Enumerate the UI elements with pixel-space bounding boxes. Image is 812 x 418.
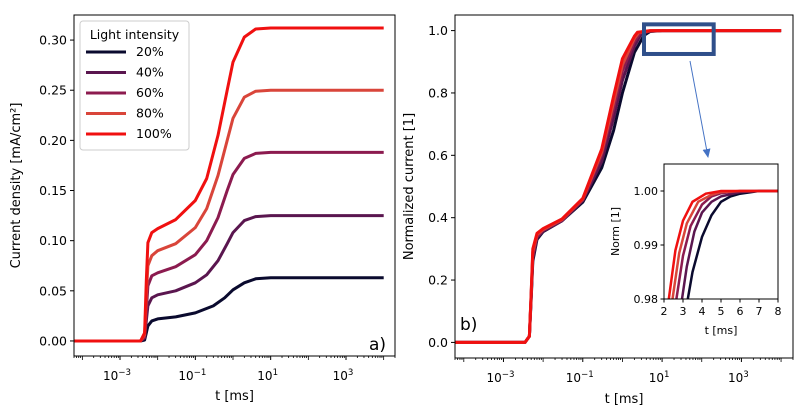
x-tick-label: 103: [728, 370, 749, 385]
y-tick-label: 0.30: [39, 33, 67, 48]
legend-label: 20%: [136, 44, 164, 59]
inset-x-tick-label: 2: [661, 305, 668, 318]
inset-x-tick-label: 7: [756, 305, 763, 318]
inset-ylabel: Norm [1]: [609, 207, 622, 256]
panel-b-lines: [455, 29, 782, 344]
legend-label: 100%: [136, 126, 172, 141]
y-tick-label: 0.2: [428, 273, 448, 288]
inset-x-tick-label: 3: [680, 305, 687, 318]
legend-label: 60%: [136, 85, 164, 100]
panel-a-frame: [73, 14, 396, 357]
series-line-20pct: [74, 276, 384, 343]
inset-y-tick-label: 0.98: [634, 293, 659, 306]
panel-a-xlabel: t [ms]: [215, 389, 254, 404]
zoom-arrow: [689, 60, 711, 158]
inset-x-tick-label: 8: [775, 305, 782, 318]
panel-a-label: a): [369, 335, 386, 355]
x-tick-label: 10−1: [566, 370, 594, 385]
panel-a: 10−3 10−1 101 103 0.00 0.05 0.10 0.15 0.20 0.25 0.…: [9, 14, 396, 404]
x-tick-label: 10−3: [103, 368, 131, 383]
panel-b-label: b): [460, 315, 477, 335]
legend-label: 40%: [136, 65, 164, 80]
series-line-100pct: [455, 29, 782, 344]
x-tick-label: 10−3: [486, 370, 514, 385]
y-tick-label: 0.20: [39, 133, 67, 148]
panel-b-ylabel: Normalized current [1]: [402, 113, 417, 260]
x-tick-label-exponent: −3: [502, 370, 515, 380]
x-tick-label-exponent: −1: [194, 368, 207, 378]
legend-title: Light intensity: [90, 27, 180, 42]
y-tick-label: 0.10: [39, 233, 67, 248]
panel-b-xlabel: t [ms]: [605, 392, 644, 407]
inset-y-tick-label: 0.99: [634, 239, 659, 252]
x-tick-label: 10−1: [178, 368, 206, 383]
inset-x-tick-label: 6: [737, 305, 744, 318]
inset-x-tick-label: 4: [699, 305, 706, 318]
y-tick-label: 0.00: [39, 333, 67, 348]
legend-items: 20% 40% 60% 80% 100%: [86, 44, 172, 141]
y-tick-label: 0.4: [428, 210, 448, 225]
panel-a-ylabel: Current density [mA/cm²]: [9, 103, 24, 269]
panel-b-frame: [454, 14, 794, 359]
x-tick-label-exponent: −3: [118, 368, 131, 378]
y-tick-label: 0.25: [39, 83, 67, 98]
x-tick-label: 101: [649, 370, 670, 385]
x-tick-label-exponent: 1: [273, 368, 279, 378]
x-tick-label-exponent: 1: [664, 370, 670, 380]
inset-lines: [667, 189, 778, 299]
y-tick-label: 1.0: [428, 23, 448, 38]
inset-y-tick-label: 1.00: [634, 185, 659, 198]
x-tick-label: 101: [257, 368, 278, 383]
x-tick-label: 103: [333, 368, 354, 383]
y-tick-label: 0.6: [428, 148, 448, 163]
legend: Light intensity 20% 40% 60% 80% 100%: [79, 20, 190, 151]
series-line-60pct: [74, 150, 384, 343]
panel-a-lines: [74, 26, 384, 343]
y-tick-label: 0.0: [428, 335, 448, 350]
inset-background: [664, 164, 778, 299]
x-tick-label-exponent: 3: [348, 368, 354, 378]
y-tick-label: 0.05: [39, 283, 67, 298]
inset-xlabel: t [ms]: [705, 324, 738, 337]
x-tick-label-exponent: 3: [743, 370, 749, 380]
inset-series-line-100pct: [667, 189, 778, 299]
legend-label: 80%: [136, 106, 164, 121]
y-tick-label: 0.8: [428, 85, 448, 100]
series-line-100pct: [74, 26, 384, 343]
panel-a-ticks: 10−3 10−1 101 103 0.00 0.05 0.10 0.15 0.20 0.25 0.…: [39, 33, 396, 383]
y-tick-label: 0.15: [39, 183, 67, 198]
inset-x-tick-label: 5: [718, 305, 725, 318]
zoom-highlight-box: [642, 22, 716, 56]
x-tick-label-exponent: −1: [581, 370, 594, 380]
